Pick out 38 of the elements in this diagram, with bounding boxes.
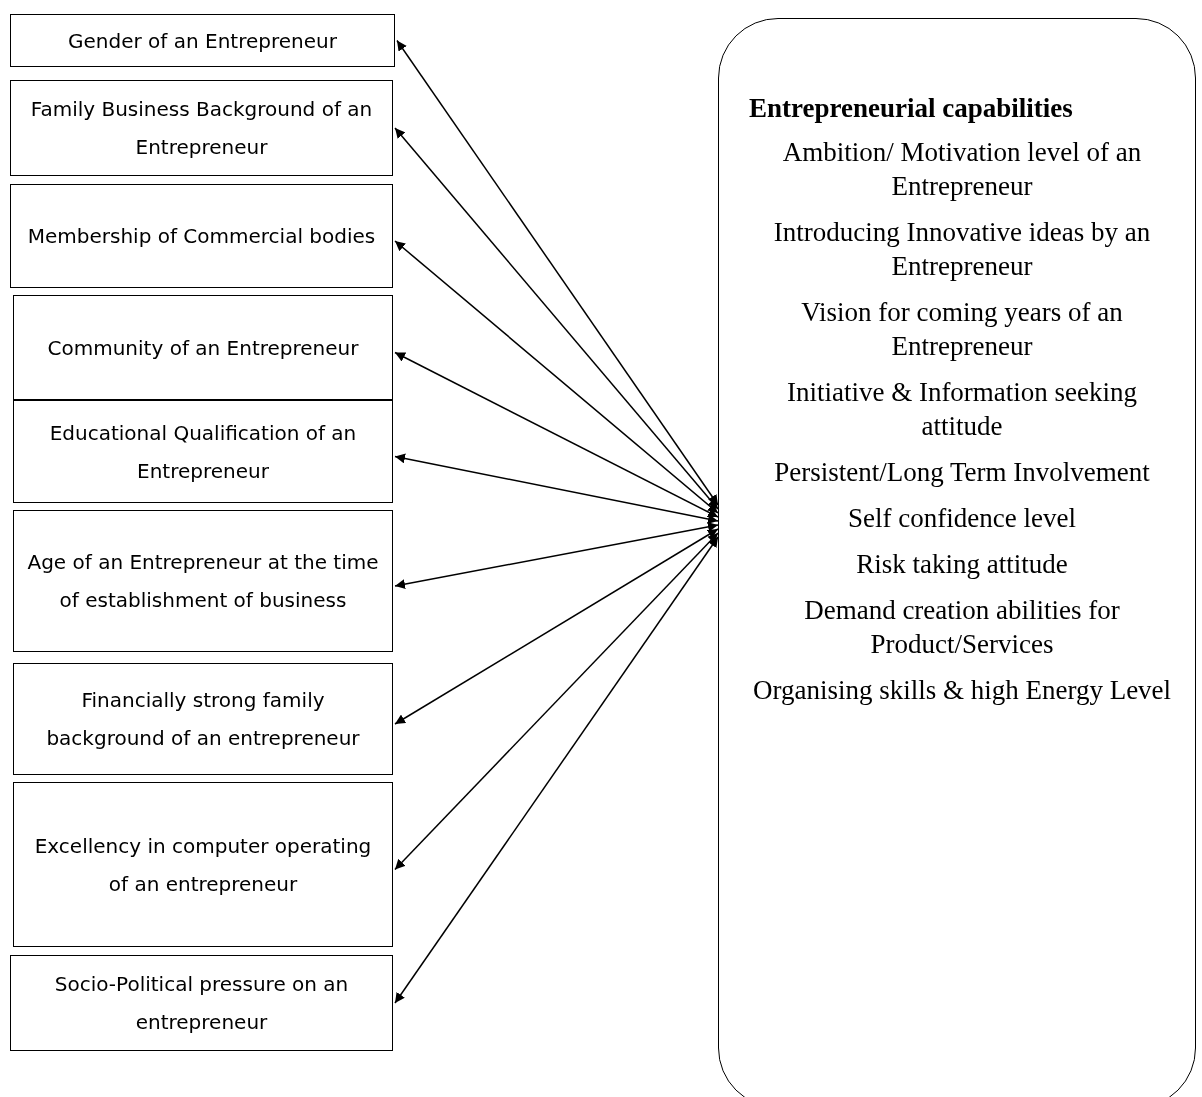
- item-text: Educational Qualification of an Entrepreneur: [48, 419, 358, 485]
- item-text: Demand creation abilities for Product/Services: [803, 594, 1121, 661]
- item-text: Age of an Entrepreneur at the time of establishment of business: [26, 549, 380, 614]
- double-arrow: [394, 240, 719, 514]
- factor-box: [10, 955, 393, 1051]
- factor-box: [13, 295, 393, 400]
- double-arrow: [394, 536, 719, 1004]
- factor-box: [10, 14, 395, 67]
- item-text: Family Business Background of an Entrepreneur: [29, 96, 374, 161]
- item-text: Excellency in computer operating of an entrepreneur: [33, 832, 373, 898]
- item-text: Vision for coming years of an Entrepreneur: [800, 296, 1124, 363]
- double-arrow: [394, 532, 719, 871]
- item-text: Self confidence level: [848, 502, 1076, 535]
- double-arrow: [394, 453, 719, 524]
- factor-box: [13, 400, 393, 503]
- item-text: Socio-Political pressure on an entrepreneur: [53, 971, 350, 1036]
- item-text: Introducing Innovative ideas by an Entrepreneur: [772, 216, 1152, 283]
- factor-box: [13, 510, 393, 652]
- item-text: Gender of an Entrepreneur: [68, 27, 337, 55]
- capabilities-panel: [718, 18, 1196, 1097]
- double-arrow: [394, 351, 719, 518]
- double-arrow: [394, 127, 719, 510]
- factor-box: [13, 782, 393, 947]
- item-text: Risk taking attitude: [856, 548, 1068, 581]
- double-arrow: [396, 39, 719, 506]
- item-text: Ambition/ Motivation level of an Entrepreneur: [781, 136, 1143, 203]
- item-text: Membership of Commercial bodies: [27, 223, 376, 250]
- factor-box: [10, 80, 393, 176]
- item-text: Persistent/Long Term Involvement: [774, 456, 1150, 489]
- item-text: Community of an Entrepreneur: [47, 334, 359, 362]
- item-text: Initiative & Information seeking attitude: [785, 376, 1139, 443]
- double-arrow: [394, 521, 719, 590]
- panel-heading: Entrepreneurial capabilities: [749, 92, 1073, 125]
- item-text: Financially strong family background of an entrepreneur: [45, 687, 361, 752]
- item-text: Organising skills & high Energy Level: [752, 674, 1172, 707]
- factor-box: [10, 184, 393, 288]
- double-arrow: [394, 528, 719, 725]
- factor-box: [13, 663, 393, 775]
